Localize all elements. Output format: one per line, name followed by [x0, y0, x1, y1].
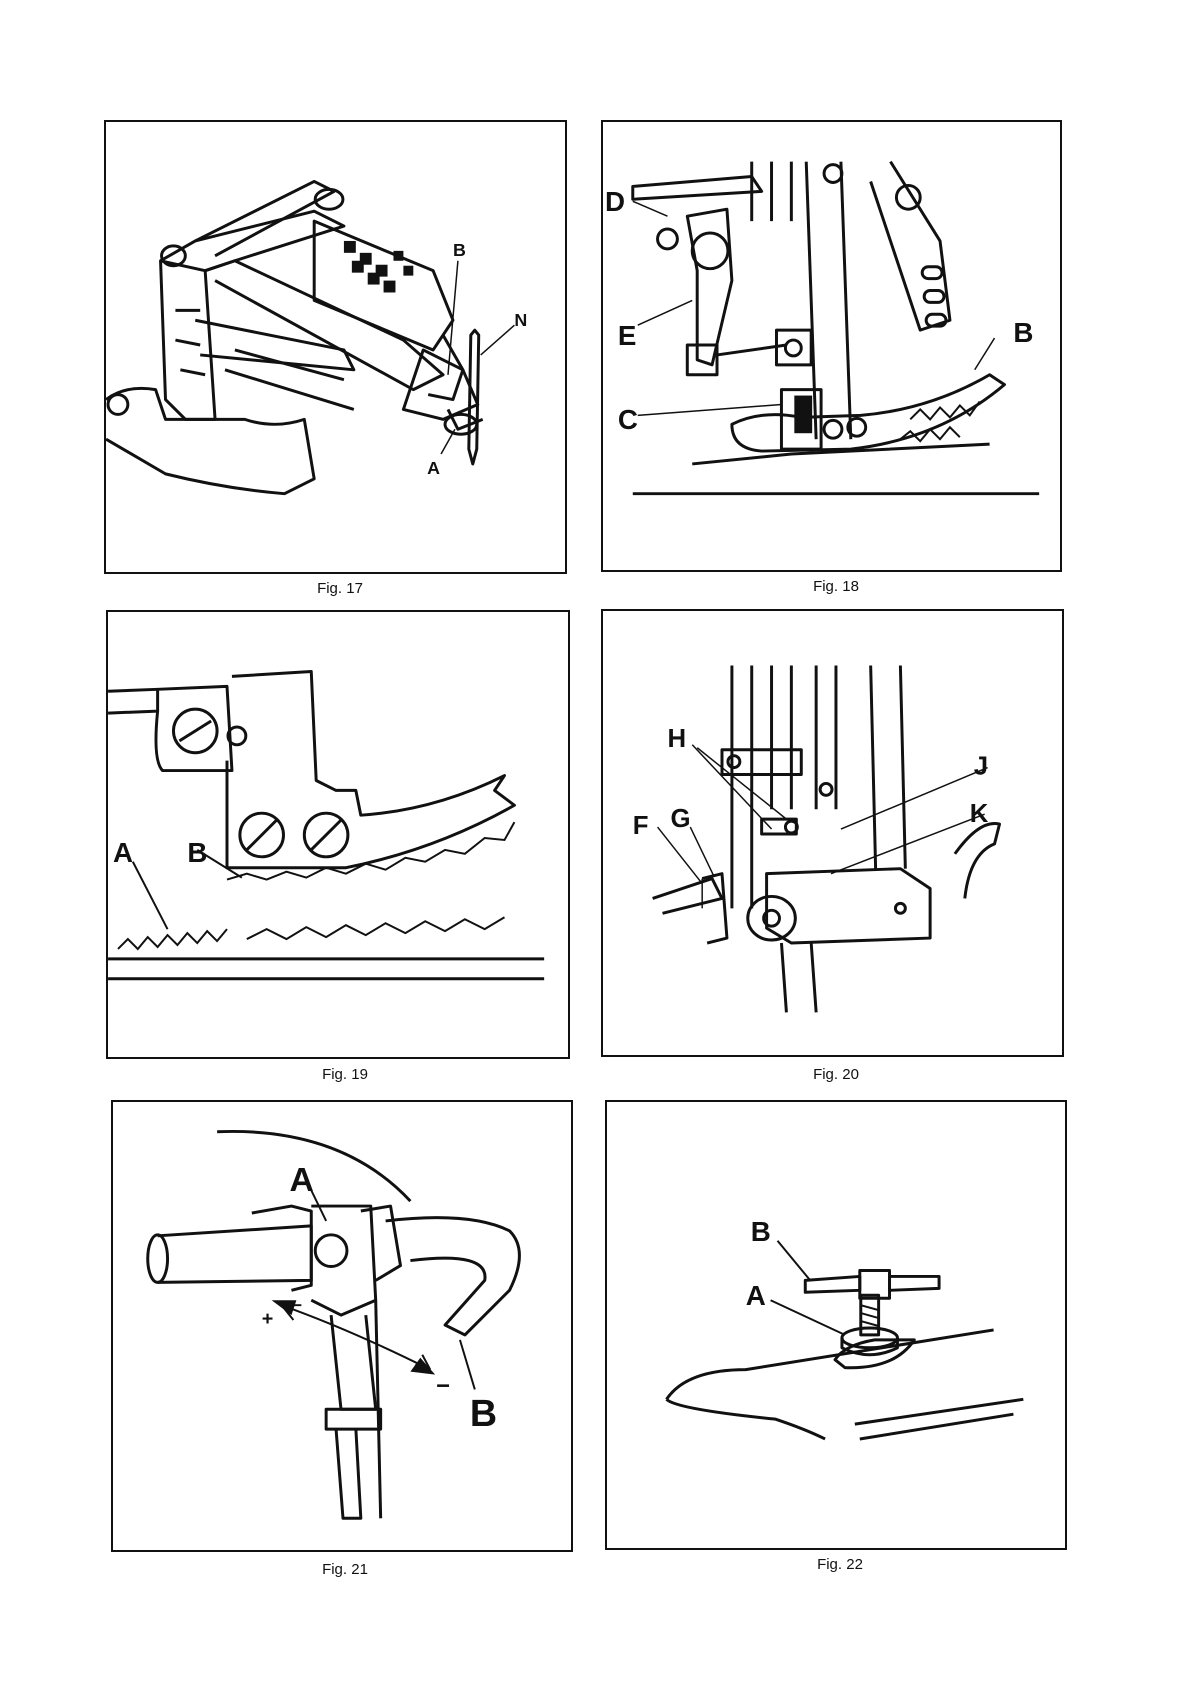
- figure-21-panel: A B + −: [111, 1100, 573, 1552]
- figure-20-panel: H J F G K: [601, 609, 1064, 1057]
- figure-22-label-a: A: [746, 1280, 766, 1311]
- figure-20-label-k: K: [970, 800, 989, 828]
- figure-17-label-n: N: [514, 310, 527, 330]
- figure-17-label-a: A: [427, 458, 440, 478]
- figure-19-label-b: B: [187, 837, 207, 868]
- figure-21-label-b: B: [470, 1392, 497, 1434]
- figure-19-panel: A B: [106, 610, 570, 1059]
- figure-17-panel: B N A: [104, 120, 567, 574]
- figure-20-label-j: J: [974, 753, 988, 781]
- figure-21-label-a: A: [289, 1162, 313, 1199]
- figure-19-label-a: A: [113, 837, 133, 868]
- figure-21-caption: Fig. 21: [245, 1561, 445, 1578]
- figure-18-label-b: B: [1013, 317, 1033, 348]
- figure-17-illustration: B N A: [106, 122, 565, 572]
- figure-18-illustration: D E C B: [603, 122, 1060, 570]
- figure-20-label-h: H: [667, 725, 686, 753]
- figure-22-label-b: B: [751, 1216, 771, 1247]
- figure-21-illustration: A B + −: [113, 1102, 571, 1550]
- figure-18-panel: D E C B: [601, 120, 1062, 572]
- figure-18-label-d: D: [605, 186, 625, 217]
- figure-19-illustration: A B: [108, 612, 568, 1057]
- figure-20-illustration: H J F G K: [603, 611, 1062, 1055]
- figure-20-label-f: F: [633, 812, 649, 840]
- figure-17-label-b: B: [453, 240, 466, 260]
- figure-19-caption: Fig. 19: [245, 1066, 445, 1083]
- figure-20-caption: Fig. 20: [736, 1066, 936, 1083]
- figure-22-illustration: B A: [607, 1102, 1065, 1548]
- figure-22-panel: B A: [605, 1100, 1067, 1550]
- figure-18-label-e: E: [618, 320, 637, 351]
- figure-22-caption: Fig. 22: [740, 1556, 940, 1573]
- figure-21-label-plus: +: [262, 1308, 274, 1330]
- figure-18-label-c: C: [618, 404, 638, 435]
- figure-21-label-minus: −: [436, 1372, 450, 1399]
- figure-17-caption: Fig. 17: [240, 580, 440, 597]
- figure-18-caption: Fig. 18: [736, 578, 936, 595]
- figure-20-label-g: G: [670, 805, 690, 833]
